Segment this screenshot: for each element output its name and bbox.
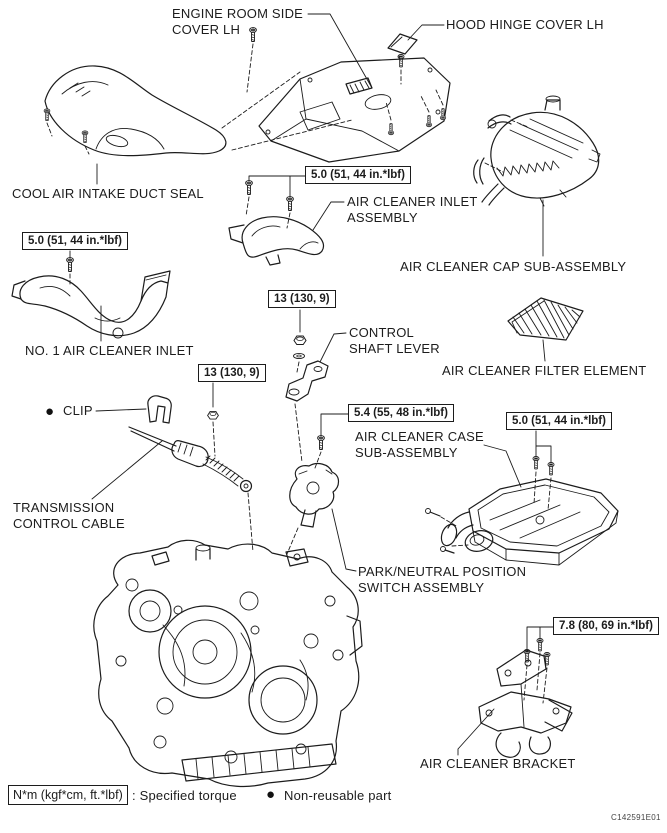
label-park-neutral-switch: PARK/NEUTRAL POSITION SWITCH ASSEMBLY (358, 564, 527, 595)
leader-lines-top (96, 13, 445, 185)
control-shaft-lever-drawing (285, 309, 347, 463)
label-air-cleaner-case: AIR CLEANER CASE SUB-ASSEMBLY (355, 429, 484, 460)
label-air-cleaner-inlet-assembly: AIR CLEANER INLET ASSEMBLY (347, 194, 478, 225)
figure-code: C142591E01 (611, 813, 661, 822)
clip-drawing (95, 395, 172, 424)
torque-box-air-cleaner-case: 5.0 (51, 44 in.*lbf) (506, 412, 612, 430)
legend-specified-torque: : Specified torque (132, 788, 237, 803)
air-cleaner-bracket-drawing (457, 626, 573, 758)
air-cleaner-cap-drawing (473, 95, 601, 257)
no1-air-cleaner-inlet-drawing (11, 250, 171, 342)
label-air-cleaner-cap: AIR CLEANER CAP SUB-ASSEMBLY (400, 259, 627, 274)
torque-box-air-cleaner-inlet: 5.0 (51, 44 in.*lbf) (305, 166, 411, 184)
torque-box-cable-nut: 13 (130, 9) (198, 364, 266, 382)
non-reusable-bullet-icon: ● (266, 786, 276, 803)
clip-bullet-icon: ● (45, 403, 55, 420)
hood-hinge-cover-drawing (387, 33, 418, 61)
engine-room-side-cover-drawing (258, 54, 451, 163)
label-no1-air-cleaner-inlet: NO. 1 AIR CLEANER INLET (25, 343, 194, 358)
air-cleaner-inlet-assembly-drawing (228, 175, 345, 266)
transaxle-drawing (93, 539, 363, 788)
cool-air-intake-duct-seal-drawing (43, 27, 353, 157)
torque-box-park-neutral-switch: 5.4 (55, 48 in.*lbf) (348, 404, 454, 422)
label-transmission-control-cable: TRANSMISSION CONTROL CABLE (13, 500, 125, 531)
air-cleaner-case-drawing (425, 430, 619, 566)
park-neutral-switch-drawing (286, 413, 357, 572)
legend-torque-unit-box: N*m (kgf*cm, ft.*lbf) (8, 785, 128, 805)
legend-non-reusable: Non-reusable part (284, 788, 392, 803)
label-hood-hinge-cover: HOOD HINGE COVER LH (446, 17, 604, 32)
label-cool-air-intake-duct-seal: COOL AIR INTAKE DUCT SEAL (12, 186, 204, 201)
air-cleaner-filter-element-drawing (507, 297, 584, 362)
transmission-control-cable-drawing (91, 382, 254, 553)
label-clip: CLIP (63, 403, 93, 418)
label-air-cleaner-bracket: AIR CLEANER BRACKET (420, 756, 576, 771)
torque-box-air-cleaner-bracket: 7.8 (80, 69 in.*lbf) (553, 617, 659, 635)
label-engine-room-side-cover: ENGINE ROOM SIDE COVER LH (172, 6, 304, 37)
torque-box-control-shaft-nut: 13 (130, 9) (268, 290, 336, 308)
torque-box-no1-inlet: 5.0 (51, 44 in.*lbf) (22, 232, 128, 250)
label-control-shaft-lever: CONTROL SHAFT LEVER (349, 325, 440, 356)
label-air-cleaner-filter-element: AIR CLEANER FILTER ELEMENT (442, 363, 647, 378)
